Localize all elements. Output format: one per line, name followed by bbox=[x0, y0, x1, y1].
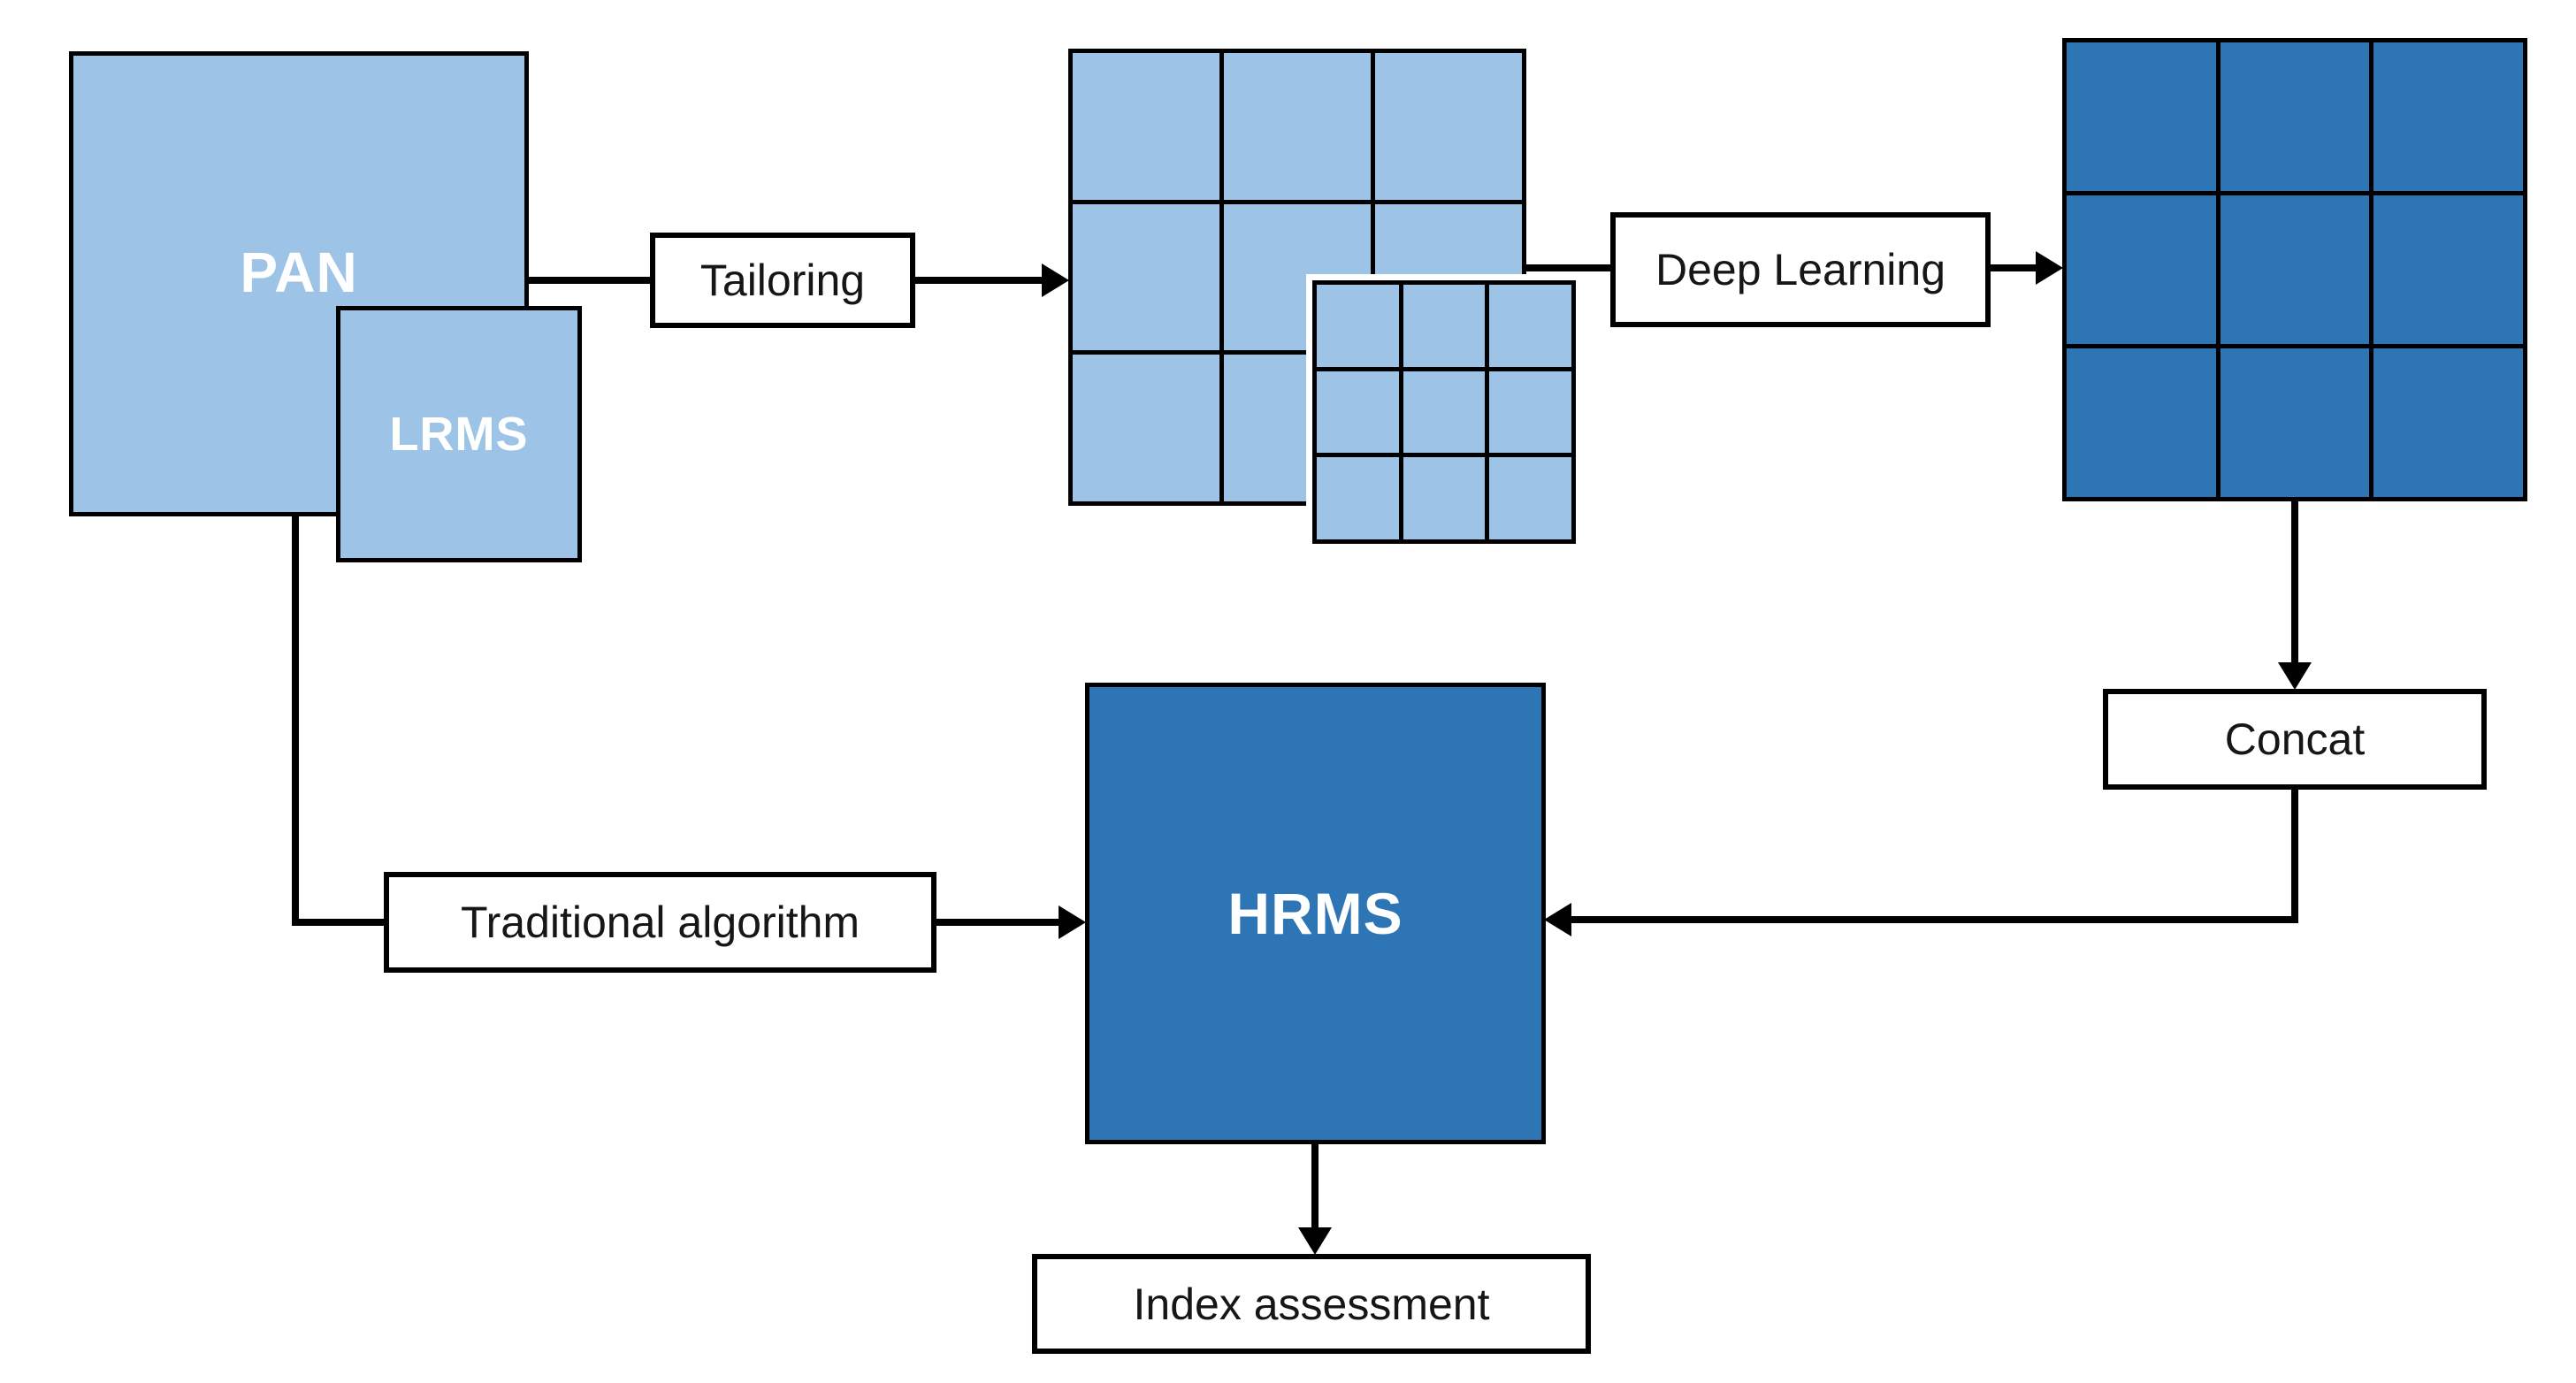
traditional-algorithm-label: Traditional algorithm bbox=[460, 898, 860, 947]
grid-cell bbox=[2373, 348, 2523, 497]
deep-feature-grid bbox=[2062, 38, 2527, 501]
concat-box: Concat bbox=[2103, 689, 2487, 790]
arrowhead-into-hrms-left bbox=[1059, 905, 1086, 939]
index-assessment-box: Index assessment bbox=[1032, 1254, 1591, 1354]
arrowhead-into-tiled-grid bbox=[1042, 264, 1069, 297]
deep-learning-box: Deep Learning bbox=[1610, 212, 1991, 327]
grid-cell bbox=[2067, 348, 2216, 497]
grid-cell bbox=[2373, 42, 2523, 191]
connector-pan-traditional bbox=[292, 919, 386, 926]
grid-cell bbox=[1073, 203, 1219, 351]
grid-cell bbox=[2220, 42, 2370, 191]
grid-cell bbox=[1403, 457, 1486, 539]
grid-cell bbox=[1317, 285, 1399, 367]
connector-deeplearning-features bbox=[1989, 264, 2039, 271]
lrms-image-node: LRMS bbox=[336, 306, 582, 562]
connector-grid-deeplearning bbox=[1525, 264, 1612, 271]
grid-cell bbox=[2067, 195, 2216, 344]
grid-cell bbox=[2067, 42, 2216, 191]
arrowhead-into-index-assessment bbox=[1298, 1227, 1332, 1255]
connector-traditional-hrms bbox=[935, 919, 1063, 926]
grid-cell bbox=[1489, 285, 1571, 367]
grid-cell bbox=[1403, 371, 1486, 454]
grid-cell bbox=[1224, 53, 1371, 200]
hrms-label: HRMS bbox=[1227, 881, 1403, 946]
connector-hrms-index bbox=[1311, 1142, 1319, 1231]
tailoring-label: Tailoring bbox=[699, 256, 866, 305]
lrms-label: LRMS bbox=[389, 408, 529, 461]
connector-pan-tailoring bbox=[527, 277, 652, 284]
grid-cell bbox=[1317, 457, 1399, 539]
grid-cell bbox=[1317, 371, 1399, 454]
grid-cell bbox=[1073, 53, 1219, 200]
connector-features-concat bbox=[2291, 500, 2298, 666]
tiled-lrms-grid bbox=[1306, 274, 1582, 550]
pan-image-node: PAN bbox=[69, 51, 529, 516]
grid-cell bbox=[1375, 53, 1522, 200]
connector-concat-hrms bbox=[1571, 916, 2298, 923]
connector-pan-down bbox=[292, 515, 299, 926]
pan-label: PAN bbox=[240, 241, 358, 304]
grid-cell bbox=[2373, 195, 2523, 344]
tailoring-box: Tailoring bbox=[650, 233, 915, 328]
arrowhead-into-hrms-right bbox=[1544, 903, 1571, 936]
arrowhead-into-concat bbox=[2278, 662, 2312, 690]
grid-cell bbox=[2220, 348, 2370, 497]
hrms-image-node: HRMS bbox=[1085, 683, 1546, 1144]
grid-cell bbox=[1489, 457, 1571, 539]
arrowhead-into-feature-grid bbox=[2036, 251, 2063, 285]
grid-cell bbox=[1073, 355, 1219, 501]
concat-label: Concat bbox=[2224, 714, 2366, 764]
connector-tailoring-grid bbox=[913, 277, 1046, 284]
deep-learning-label: Deep Learning bbox=[1655, 245, 1946, 294]
index-assessment-label: Index assessment bbox=[1133, 1279, 1490, 1329]
grid-cell bbox=[1403, 285, 1486, 367]
grid-cell bbox=[1489, 371, 1571, 454]
connector-concat-down bbox=[2291, 788, 2298, 923]
traditional-algorithm-box: Traditional algorithm bbox=[384, 872, 936, 973]
grid-cell bbox=[2220, 195, 2370, 344]
